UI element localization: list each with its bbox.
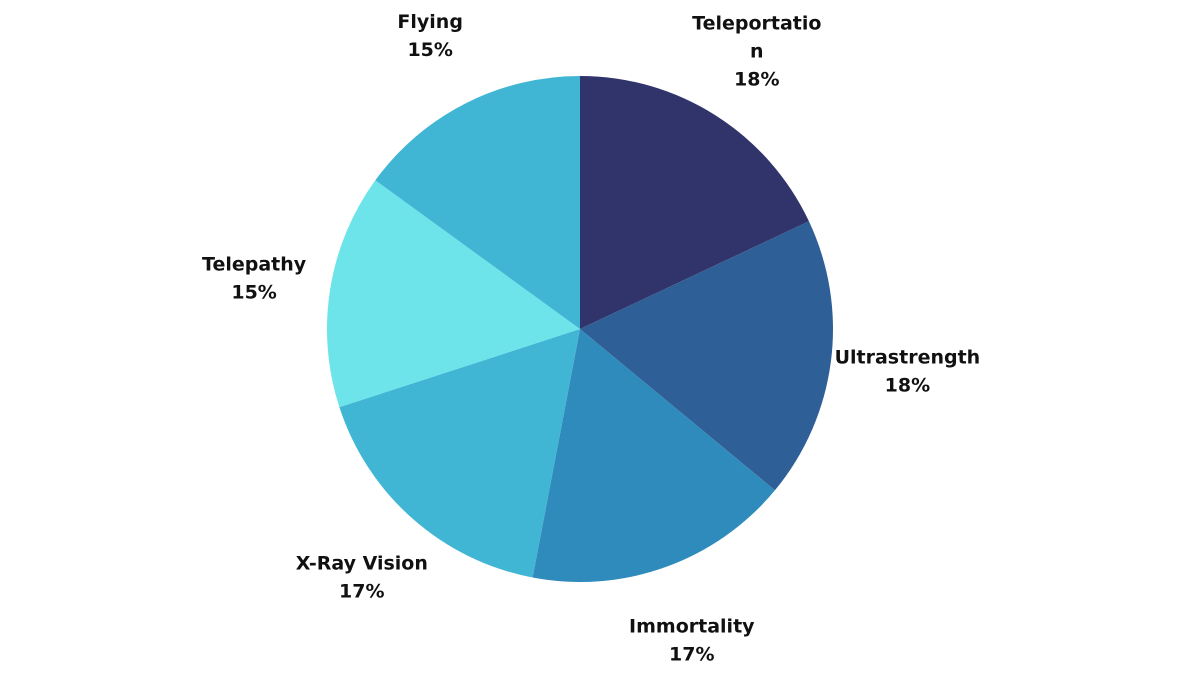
slice-name: Ultrastrength bbox=[835, 346, 981, 368]
slice-percent: 18% bbox=[885, 374, 930, 396]
slice-label-telepathy: Telepathy 15% bbox=[202, 253, 307, 303]
slice-label-ultrastrength: Ultrastrength 18% bbox=[835, 346, 981, 396]
pie-slice-flying bbox=[375, 76, 580, 329]
slice-label-x-ray-vision: X-Ray Vision 17% bbox=[296, 553, 428, 603]
slice-name: n bbox=[750, 40, 764, 62]
slice-label-immortality: Immortality 17% bbox=[629, 616, 755, 666]
slice-name: Immortality bbox=[629, 616, 755, 638]
pie-slice-teleportation bbox=[580, 76, 809, 329]
slice-percent: 17% bbox=[339, 581, 384, 603]
slice-name: Teleportatio bbox=[692, 12, 821, 34]
pie-slice-telepathy bbox=[326, 180, 580, 408]
slice-percent: 18% bbox=[734, 68, 779, 90]
slice-percent: 15% bbox=[231, 281, 276, 303]
slice-name: Flying bbox=[397, 11, 463, 33]
slice-label-teleportation: Teleportatio n 18% bbox=[692, 12, 821, 90]
pie-slices bbox=[326, 76, 833, 583]
pie-slice-immortality bbox=[532, 329, 775, 583]
slice-name: Telepathy bbox=[202, 253, 307, 275]
slice-name: X-Ray Vision bbox=[296, 553, 428, 575]
pie-slice-ultrastrength bbox=[580, 221, 833, 491]
slice-percent: 15% bbox=[407, 39, 452, 61]
slice-label-flying: Flying 15% bbox=[397, 11, 463, 61]
slice-percent: 17% bbox=[669, 644, 714, 666]
pie-slice-x-ray-vision bbox=[339, 329, 580, 578]
pie-labels: Teleportatio n 18% Ultrastrength 18% Immortal… bbox=[202, 11, 980, 666]
